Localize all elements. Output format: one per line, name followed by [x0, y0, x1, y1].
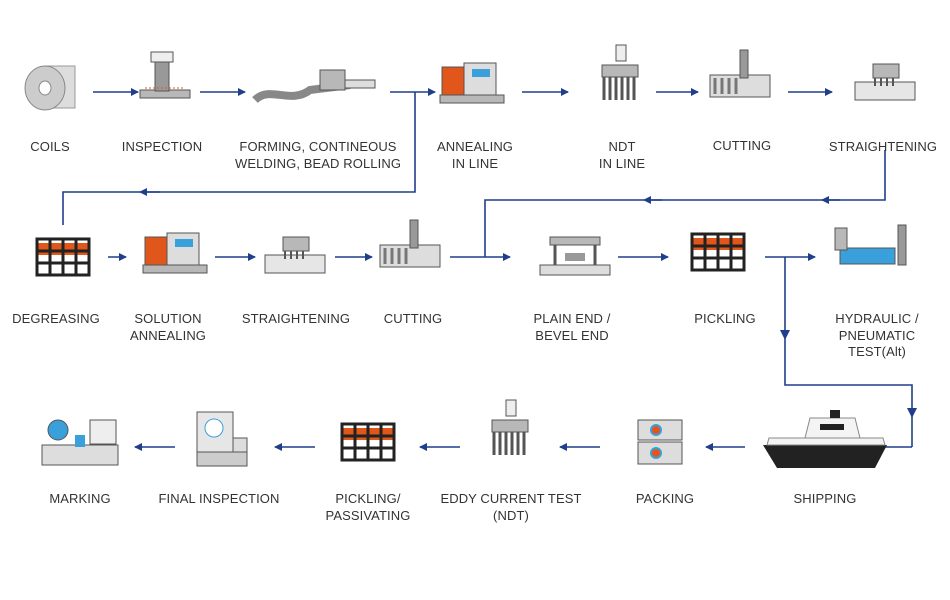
step-label-line: ANNEALING: [129, 327, 207, 343]
step-label-line: PACKING: [635, 491, 695, 506]
ndt-probe-icon: [601, 44, 639, 100]
straightening-machine-icon: [854, 63, 916, 101]
step-label-line: IN LINE: [451, 155, 499, 171]
ship-icon: [763, 410, 887, 468]
cutting-machine-icon: [709, 49, 771, 98]
step-label-line: STRAIGHTENING: [828, 139, 938, 154]
step-label-cutting-1: CUTTING: [713, 138, 771, 155]
step-label-line: (NDT): [493, 507, 529, 523]
step-label-eddy-current: EDDY CURRENT TEST(NDT): [440, 491, 581, 524]
coil-icon: [24, 65, 76, 111]
step-label-line: DEGREASING: [12, 311, 100, 326]
crate-icon: [637, 419, 683, 465]
step-label-line: NDT: [608, 139, 636, 154]
step-label-line: IN LINE: [598, 155, 646, 171]
step-label-line: COILS: [30, 139, 70, 154]
step-label-shipping: SHIPPING: [794, 491, 857, 508]
step-label-line: STRAIGHTENING: [241, 311, 351, 326]
step-label-line: FORMING, CONTINEOUS: [239, 139, 397, 154]
cutting-machine-icon: [379, 219, 441, 268]
annealing-furnace-icon: [142, 232, 208, 274]
step-label-plain-bevel-end: PLAIN END /BEVEL END: [534, 311, 611, 344]
step-label-line: WELDING, BEAD ROLLING: [234, 155, 402, 171]
step-label-line: ANNEALING: [436, 139, 514, 154]
step-label-line: PASSIVATING: [325, 507, 411, 523]
step-label-degreasing: DEGREASING: [12, 311, 100, 328]
step-label-line: FINAL INSPECTION: [158, 491, 280, 506]
inspection-machine-icon: [139, 51, 191, 99]
connector: [62, 92, 416, 225]
step-label-line: INSPECTION: [121, 139, 203, 154]
step-label-line: TEST(Alt): [848, 344, 906, 359]
inspection-console-icon: [196, 411, 248, 467]
annealing-furnace-icon: [439, 62, 505, 104]
press-icon: [539, 236, 611, 276]
step-label-pickling-passivating: PICKLING/PASSIVATING: [326, 491, 411, 524]
step-label-line: HYDRAULIC /: [835, 311, 919, 326]
step-label-line: PNEUMATIC: [838, 327, 916, 343]
step-label-line: PICKLING: [694, 311, 756, 326]
step-label-pickling: PICKLING: [694, 311, 755, 328]
step-label-final-inspection: FINAL INSPECTION: [158, 491, 279, 508]
step-label-straightening-2: STRAIGHTENING: [242, 311, 350, 328]
ndt-probe-icon: [491, 399, 529, 455]
tank-icon: [35, 237, 91, 277]
step-label-line: PLAIN END /: [533, 311, 611, 326]
step-label-line: CUTTING: [383, 311, 443, 326]
step-label-line: PICKLING/: [335, 491, 401, 506]
step-label-line: EDDY CURRENT TEST: [440, 491, 582, 506]
marking-machine-icon: [41, 419, 119, 466]
tank-icon: [690, 232, 746, 272]
tank-icon: [340, 422, 396, 462]
flow-arrows: [62, 88, 917, 451]
test-bath-icon: [834, 224, 907, 266]
step-label-line: SOLUTION: [134, 311, 202, 326]
step-label-packing: PACKING: [636, 491, 694, 508]
straightening-machine-icon: [264, 236, 326, 274]
step-label-line: SHIPPING: [793, 491, 857, 506]
step-label-line: BEVEL END: [535, 327, 609, 343]
step-label-coils: COILS: [30, 139, 70, 156]
step-label-straightening-1: STRAIGHTENING: [829, 139, 937, 156]
forming-line-icon: [252, 69, 376, 104]
step-label-line: CUTTING: [712, 138, 772, 153]
step-label-line: MARKING: [49, 491, 111, 506]
step-label-cutting-2: CUTTING: [384, 311, 442, 328]
step-label-marking: MARKING: [49, 491, 110, 508]
connector: [784, 335, 917, 418]
step-label-inspection-1: INSPECTION: [122, 139, 202, 156]
connector: [484, 150, 886, 257]
